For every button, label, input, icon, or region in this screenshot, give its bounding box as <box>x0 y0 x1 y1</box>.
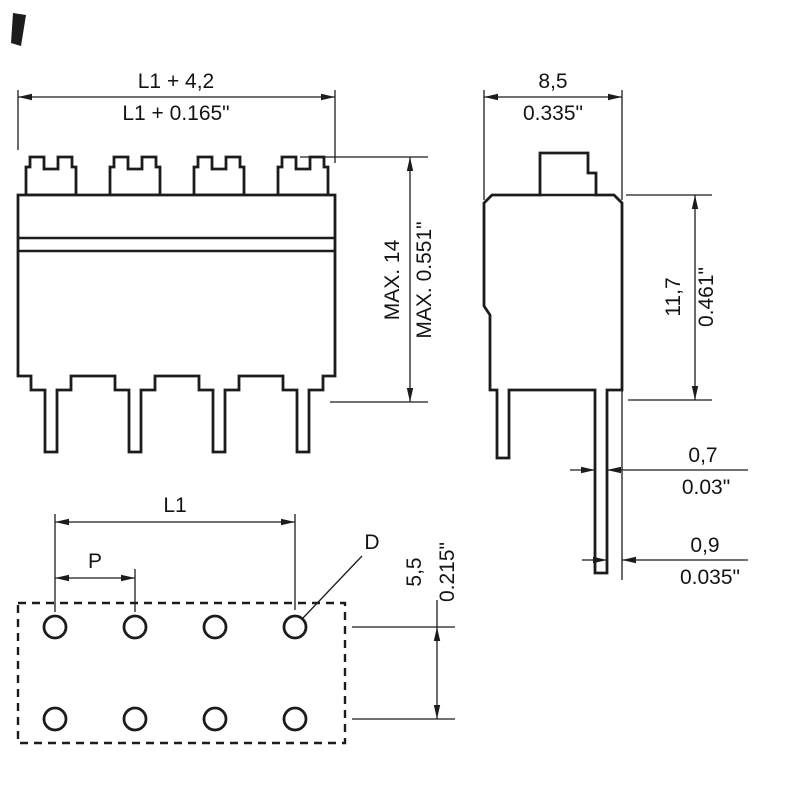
footprint-hole <box>282 614 308 640</box>
footprint-hole-callout: D <box>302 531 380 619</box>
pin-offset-metric-label: 0,9 <box>690 534 719 557</box>
pin-offset-imperial-label: 0.035" <box>680 566 740 589</box>
corner-artifact <box>11 13 26 46</box>
footprint-hole <box>42 706 68 732</box>
footprint-hole <box>122 706 148 732</box>
footprint-hole <box>202 614 228 640</box>
side-width-imperial-label: 0.335" <box>523 102 583 125</box>
footprint-outline <box>16 601 347 745</box>
footprint-hole <box>282 706 308 732</box>
front-height-metric-label: MAX. 14 <box>381 239 404 320</box>
side-height-metric-label: 11,7 <box>662 277 685 316</box>
footprint-hole <box>122 614 148 640</box>
front-clamp-button-1 <box>24 155 78 197</box>
arrowhead <box>321 93 335 101</box>
footprint-dim-pitch: P <box>55 550 136 612</box>
row-spacing-metric-label: 5,5 <box>403 557 426 586</box>
side-dim-width: 8,5 0.335" <box>483 70 623 200</box>
side-dim-pin-offset: 0,9 0.035" <box>582 390 748 589</box>
arrowhead <box>691 386 699 400</box>
footprint-dim-length: L1 <box>54 494 296 612</box>
footprint-pitch-label: P <box>88 550 102 573</box>
side-dim-height: 11,7 0.461" <box>626 194 718 401</box>
leader-line <box>302 555 363 619</box>
arrowhead <box>55 574 69 582</box>
arrowhead <box>281 518 295 526</box>
arrowhead <box>121 574 135 582</box>
side-dim-pin-thickness: 0,7 0.03" <box>570 444 748 499</box>
side-view <box>482 151 624 575</box>
front-width-metric-label: L1 + 4,2 <box>138 70 214 93</box>
footprint-dim-row-spacing: 5,5 0.215" <box>352 542 459 720</box>
front-clamp-button-4 <box>276 155 330 197</box>
front-dim-height: MAX. 14 MAX. 0.551" <box>300 156 436 403</box>
arrowhead <box>484 93 498 101</box>
arrowhead <box>18 93 32 101</box>
front-height-imperial-label: MAX. 0.551" <box>413 221 436 338</box>
footprint-hole-diameter-label: D <box>364 531 379 554</box>
arrowhead <box>622 556 636 564</box>
footprint-view <box>16 601 347 745</box>
front-body-outline <box>16 193 337 454</box>
front-clamp-button-3 <box>192 155 246 197</box>
row-spacing-imperial-label: 0.215" <box>436 542 459 602</box>
front-view <box>16 155 337 454</box>
arrowhead <box>433 705 441 719</box>
side-height-imperial-label: 0.461" <box>695 267 718 327</box>
front-clamp-button-2 <box>108 155 162 197</box>
side-width-metric-label: 8,5 <box>538 70 567 93</box>
front-width-imperial-label: L1 + 0.165" <box>122 102 229 125</box>
arrowhead <box>691 195 699 209</box>
pin-thickness-metric-label: 0,7 <box>688 444 717 467</box>
pin-thickness-imperial-label: 0.03" <box>682 476 730 499</box>
arrowhead <box>581 466 595 474</box>
arrowhead <box>607 466 621 474</box>
arrowhead <box>55 518 69 526</box>
footprint-hole <box>42 614 68 640</box>
arrowhead <box>593 556 607 564</box>
front-dim-width: L1 + 4,2 L1 + 0.165" <box>17 70 336 163</box>
footprint-hole <box>202 706 228 732</box>
arrowhead <box>406 388 414 402</box>
arrowhead <box>406 157 414 171</box>
side-body-outline <box>482 151 624 575</box>
arrowhead <box>433 627 441 641</box>
footprint-length-label: L1 <box>163 494 186 517</box>
arrowhead <box>608 93 622 101</box>
